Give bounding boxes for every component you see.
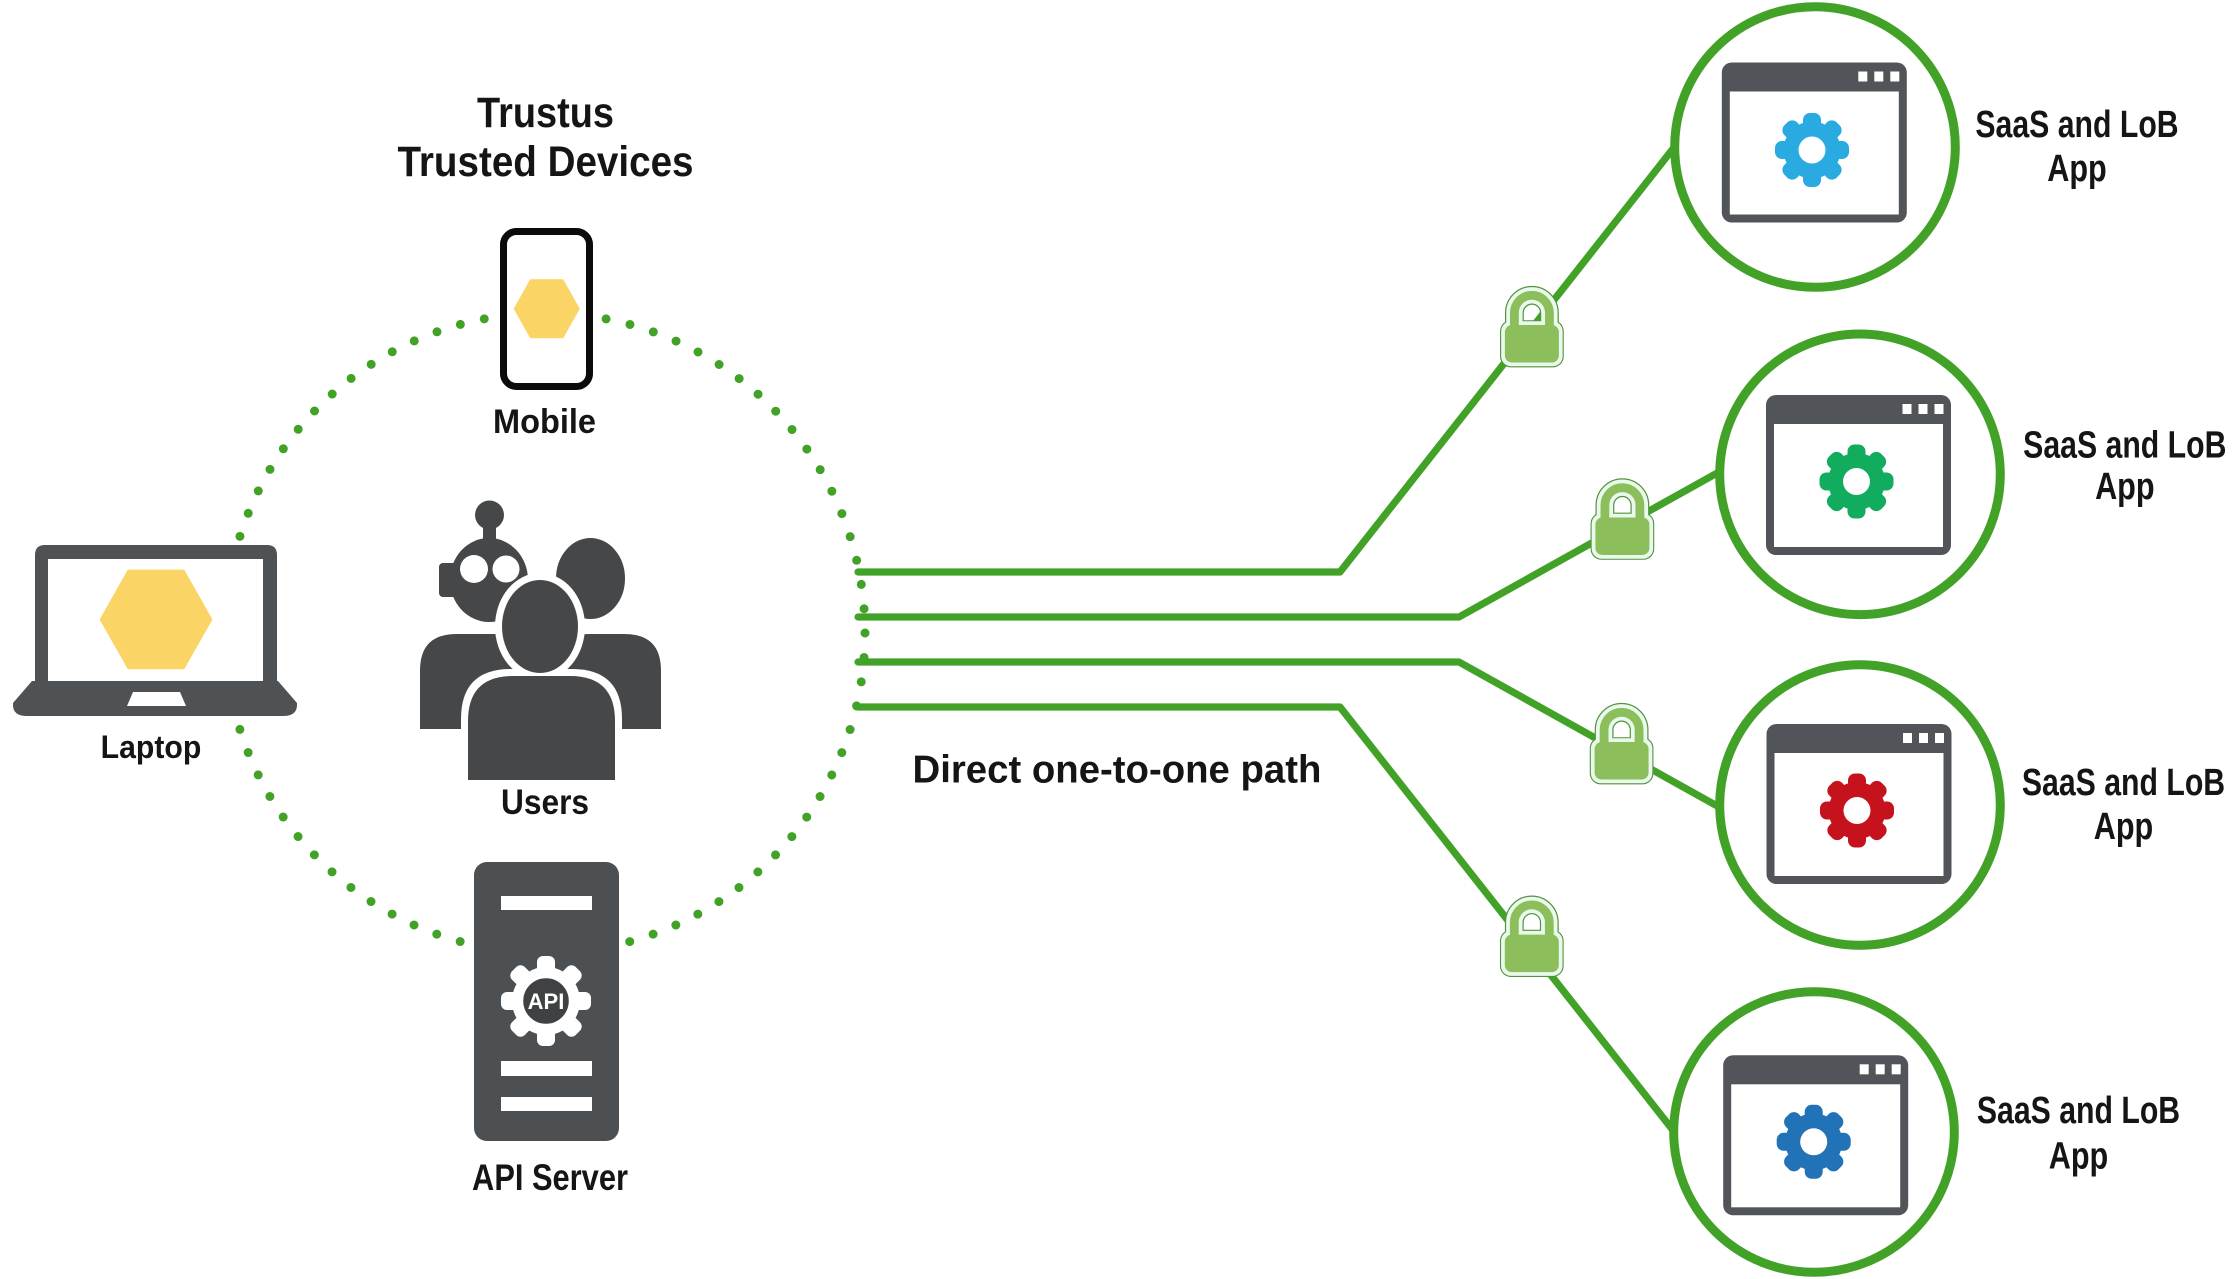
svg-text:Direct one-to-one path: Direct one-to-one path — [913, 748, 1322, 791]
svg-text:Users: Users — [501, 784, 589, 823]
svg-text:SaaS and LoB: SaaS and LoB — [2022, 762, 2225, 804]
svg-text:SaaS and LoB: SaaS and LoB — [1975, 104, 2178, 146]
svg-text:SaaS and LoB: SaaS and LoB — [2023, 424, 2226, 466]
svg-text:SaaS and LoB: SaaS and LoB — [1977, 1090, 2180, 1132]
svg-text:API Server: API Server — [472, 1157, 628, 1198]
svg-text:App: App — [2094, 806, 2153, 848]
svg-text:API: API — [528, 989, 565, 1014]
svg-text:App: App — [2049, 1136, 2108, 1178]
svg-text:App: App — [2095, 466, 2154, 508]
svg-text:Laptop: Laptop — [101, 729, 202, 765]
svg-text:Mobile: Mobile — [493, 403, 596, 441]
svg-text:Trustus: Trustus — [477, 88, 614, 137]
svg-text:Trusted Devices: Trusted Devices — [397, 137, 693, 185]
svg-text:App: App — [2047, 148, 2106, 190]
